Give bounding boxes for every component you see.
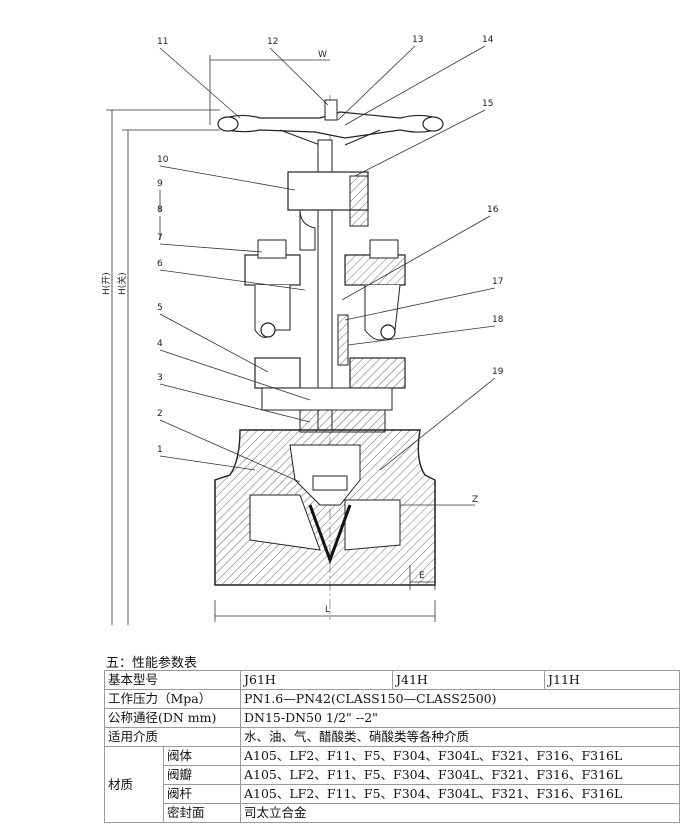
model-cell: J41H bbox=[392, 670, 545, 690]
leader-line bbox=[159, 383, 311, 423]
part-number-label: 5 bbox=[157, 303, 163, 313]
table-row: 密封面 司太立合金 bbox=[105, 803, 680, 823]
model-cell: J11H bbox=[544, 670, 680, 690]
part-number-label: 6 bbox=[157, 259, 163, 269]
diameter-value: DN15-DN50 1/2" --2" bbox=[240, 708, 680, 728]
pressure-label: 工作压力（Mpa） bbox=[104, 689, 241, 709]
leader-line bbox=[344, 45, 486, 126]
leader-line bbox=[379, 377, 496, 471]
part-number-label: 15 bbox=[482, 99, 493, 109]
leader-line bbox=[159, 47, 241, 119]
leader-line bbox=[269, 47, 329, 106]
table-row: 公称通径(DN mm) DN15-DN50 1/2" --2" bbox=[104, 708, 680, 728]
model-label: 基本型号 bbox=[104, 670, 241, 690]
material-value: A105、LF2、F11、F5、F304、F304L、F321、F316、F31… bbox=[240, 746, 680, 766]
table-row: 适用介质 水、油、气、醋酸类、硝酸类等各种介质 bbox=[104, 727, 680, 747]
part-number-label: 2 bbox=[157, 409, 163, 419]
dim-z-label: Z bbox=[472, 495, 478, 505]
table-row: 材质 阀体 A105、LF2、F11、F5、F304、F304L、F321、F3… bbox=[104, 746, 680, 823]
material-value: A105、LF2、F11、F5、F304、F304L、F321、F316、F31… bbox=[240, 784, 680, 804]
part-number-label: 10 bbox=[157, 155, 169, 165]
leader-line bbox=[354, 109, 486, 177]
leader-line bbox=[159, 313, 269, 373]
part-number-label: 8 bbox=[157, 205, 163, 215]
material-part: 阀瓣 bbox=[163, 765, 241, 785]
leader-line bbox=[159, 455, 256, 471]
yoke-top bbox=[287, 171, 369, 251]
leader-line bbox=[159, 243, 263, 253]
valve-body bbox=[214, 429, 436, 586]
dim-h-open-label: H(开) bbox=[101, 272, 112, 295]
leader-line bbox=[344, 287, 496, 321]
table-row: 阀杆 A105、LF2、F11、F5、F304、F304L、F321、F316、… bbox=[105, 784, 680, 804]
material-part: 密封面 bbox=[163, 803, 241, 823]
leader-line bbox=[159, 165, 296, 191]
part-number-label: 12 bbox=[267, 37, 278, 47]
table-row: 工作压力（Mpa） PN1.6—PN42(CLASS150—CLASS2500) bbox=[104, 689, 680, 709]
dimension-lines bbox=[106, 55, 475, 625]
medium-label: 适用介质 bbox=[104, 727, 241, 747]
table-row: 基本型号 J61H J41H J11H bbox=[104, 670, 680, 690]
bonnet bbox=[254, 357, 406, 433]
pressure-value: PN1.6—PN42(CLASS150—CLASS2500) bbox=[240, 689, 680, 709]
part-number-label: 1 bbox=[157, 445, 163, 455]
handwheel bbox=[217, 99, 444, 146]
dim-h-close-label: H(关) bbox=[116, 272, 128, 295]
diameter-label: 公称通径(DN mm) bbox=[104, 708, 241, 728]
part-number-label: 4 bbox=[157, 339, 163, 349]
performance-parameter-table: 基本型号 J61H J41H J11H 工作压力（Mpa） PN1.6—PN42… bbox=[104, 670, 680, 823]
part-number-label: 3 bbox=[157, 373, 163, 383]
leader-line bbox=[347, 325, 496, 346]
material-value: A105、LF2、F11、F5、F304、F304L、F321、F316、F31… bbox=[240, 765, 680, 785]
part-number-label: 7 bbox=[157, 233, 163, 243]
dim-l-label: L bbox=[325, 605, 330, 615]
part-number-label: 16 bbox=[487, 205, 499, 215]
part-number-label: 18 bbox=[492, 315, 504, 325]
material-part: 阀体 bbox=[163, 746, 241, 766]
part-number-label: 19 bbox=[492, 367, 504, 377]
section-title: 五：性能参数表 bbox=[106, 656, 198, 671]
dim-e-label: E bbox=[419, 571, 425, 581]
leader-line bbox=[159, 349, 311, 401]
leader-line bbox=[159, 269, 306, 291]
leader-line bbox=[159, 419, 301, 483]
part-number-label: 9 bbox=[157, 179, 163, 189]
part-number-label: 14 bbox=[482, 35, 494, 45]
dim-w-label: W bbox=[318, 50, 327, 60]
part-leaders bbox=[159, 45, 496, 483]
medium-value: 水、油、气、醋酸类、硝酸类等各种介质 bbox=[240, 727, 680, 747]
leader-line bbox=[341, 215, 491, 301]
model-cell: J61H bbox=[240, 670, 393, 690]
part-number-label: 13 bbox=[412, 35, 423, 45]
yoke-and-bolts bbox=[244, 239, 406, 366]
part-number-label: 11 bbox=[157, 37, 168, 47]
material-value: 司太立合金 bbox=[240, 803, 680, 823]
material-label: 材质 bbox=[104, 746, 164, 823]
material-part: 阀杆 bbox=[163, 784, 241, 804]
leader-line bbox=[337, 45, 416, 121]
part-number-label: 17 bbox=[492, 277, 503, 287]
table-row: 阀瓣 A105、LF2、F11、F5、F304、F304L、F321、F316、… bbox=[105, 765, 680, 785]
